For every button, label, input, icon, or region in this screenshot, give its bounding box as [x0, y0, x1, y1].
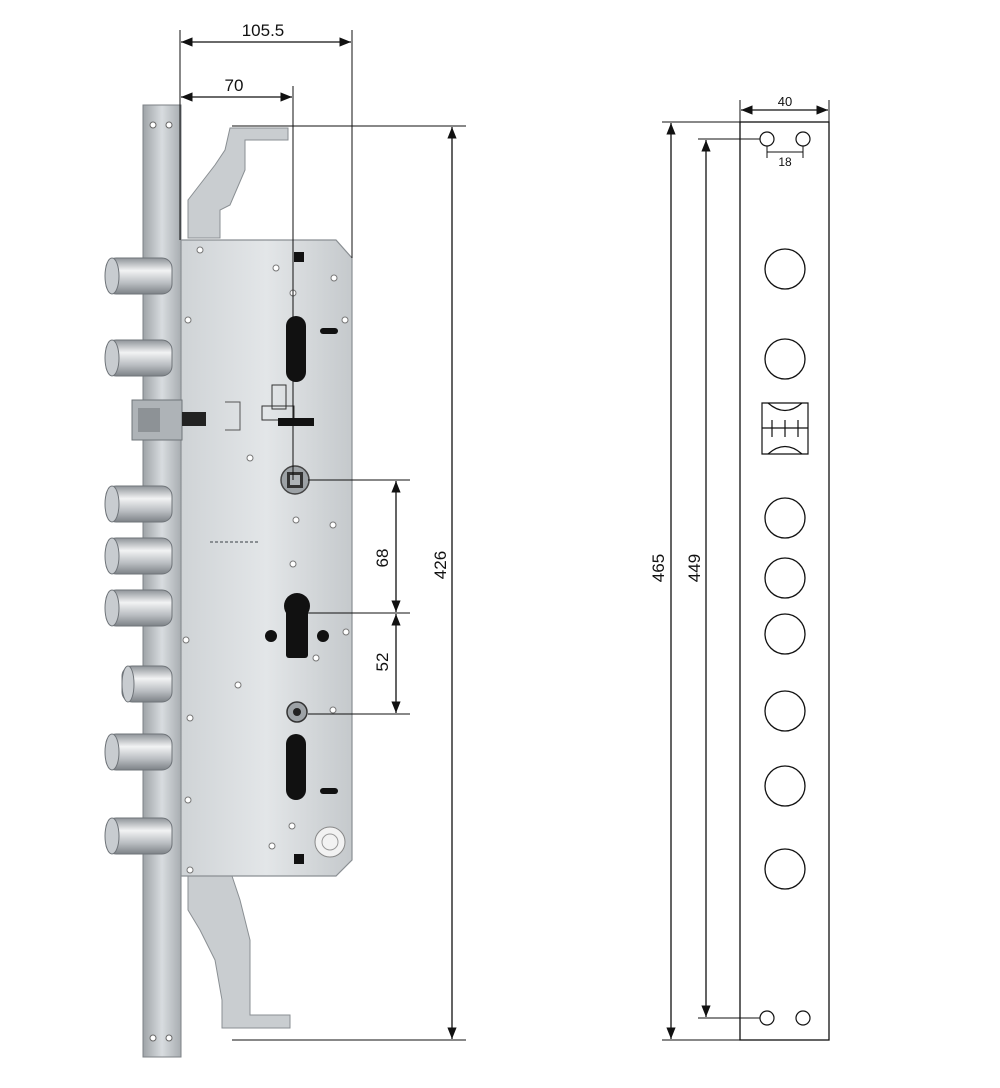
faceplate-outline [739, 121, 830, 1041]
rod-spacing-dimension: 426 [232, 125, 466, 1041]
upper-spacing-label: 68 [373, 549, 392, 568]
latch-bolt [121, 665, 173, 703]
case-slots [286, 252, 338, 864]
lower-rod-bracket [187, 869, 291, 1029]
deadbolt [104, 257, 173, 295]
spindle-hub [280, 465, 310, 495]
faceplate-bottom-holes [759, 1010, 811, 1026]
hole-spacing-dimension: 18 [766, 146, 804, 169]
hole-spacing-label: 18 [778, 155, 792, 169]
faceplate-length-label: 465 [649, 554, 668, 582]
hole-length-dimension: 449 [685, 138, 760, 1019]
deadbolt [104, 589, 173, 627]
deadbolt [104, 817, 173, 855]
lock-case [180, 239, 353, 877]
faceplate-screws [149, 121, 173, 1042]
deadbolt [104, 733, 173, 771]
lock-illustration [104, 104, 353, 1058]
faceplate-width-label: 40 [778, 94, 792, 109]
auxiliary-latch [131, 399, 206, 441]
faceplate-width-dimension: 40 [739, 94, 830, 122]
overall-width-label: 105.5 [242, 21, 285, 40]
upper-rod-bracket [187, 127, 289, 239]
faceplate-latch-cutout [761, 402, 809, 455]
deadbolt [104, 339, 173, 377]
deadbolt [104, 537, 173, 575]
lock-dimensions: 105.5 70 426 68 52 [179, 21, 466, 1041]
cylinder-side-holes [265, 630, 329, 642]
lower-spacing-dimension: 52 [308, 614, 410, 715]
deadbolts [104, 257, 173, 855]
lever-mechanism [225, 384, 314, 431]
faceplate-top-holes [759, 131, 811, 147]
backset-dimension: 70 [181, 76, 294, 480]
upper-spacing-dimension: 68 [308, 479, 410, 614]
lower-spacing-label: 52 [373, 653, 392, 672]
faceplate-length-dimension: 465 [649, 121, 740, 1041]
cylinder-cutout [284, 593, 310, 658]
case-label-sticker [314, 826, 346, 858]
overall-width-dimension: 105.5 [179, 21, 353, 258]
backset-label: 70 [225, 76, 244, 95]
hole-length-label: 449 [685, 554, 704, 582]
lock-faceplate [142, 104, 182, 1058]
deadbolt [104, 485, 173, 523]
rod-spacing-label: 426 [431, 551, 450, 579]
faceplate-drawing: 40 18 465 449 [649, 94, 830, 1041]
faceplate-bolt-holes [764, 248, 806, 890]
lower-hub [286, 701, 308, 723]
case-rivets [182, 246, 350, 874]
